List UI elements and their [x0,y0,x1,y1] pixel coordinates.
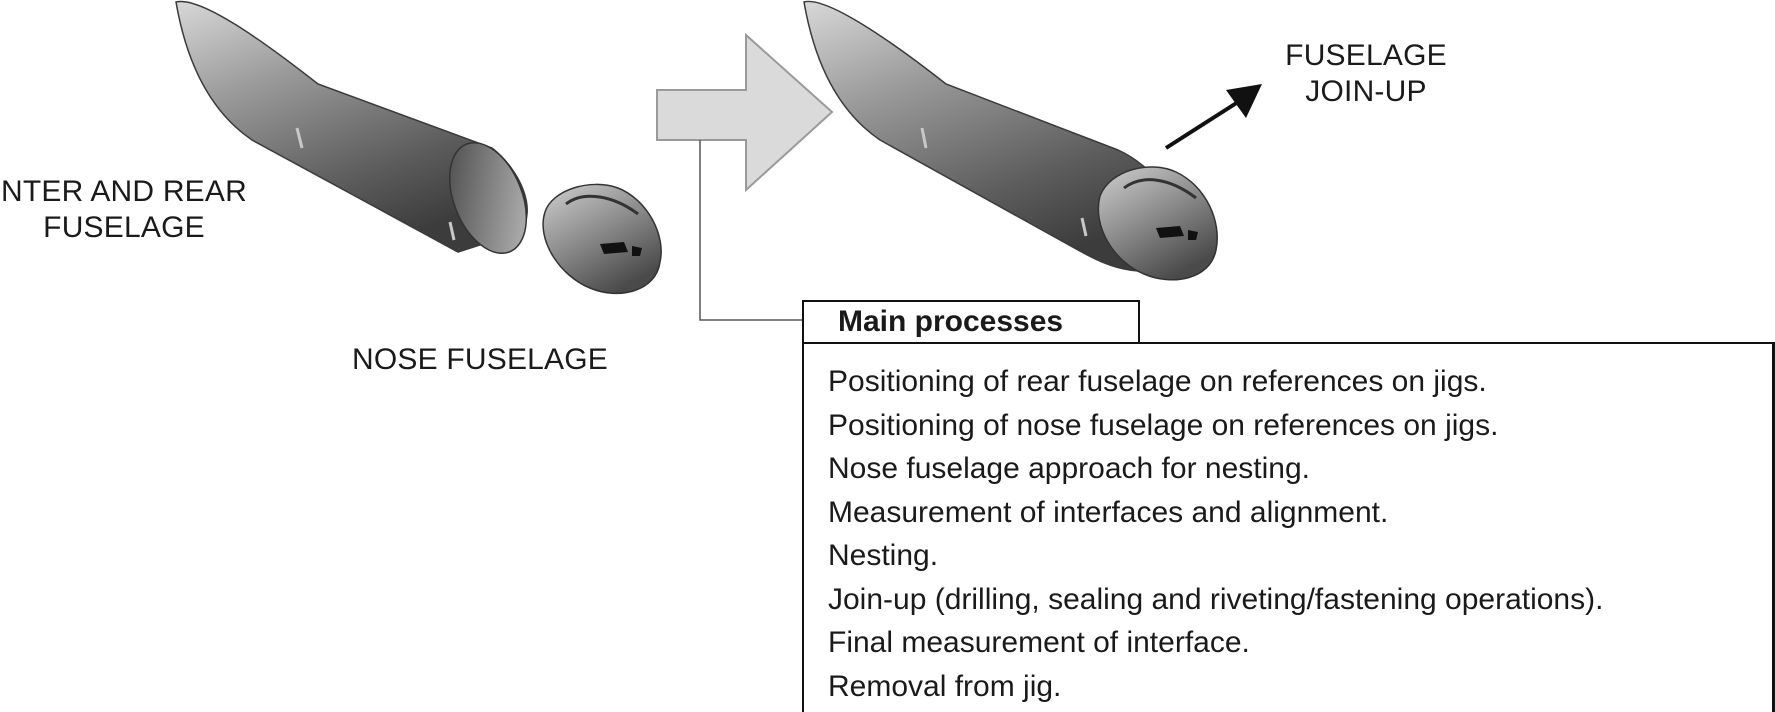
process-arrow [656,32,834,193]
fuselage-joinup-label: FUSELAGE JOIN-UP [1246,38,1486,110]
process-step: Measurement of interfaces and alignment. [828,495,1389,529]
nose-fuselage-label: NOSE FUSELAGE [352,343,609,376]
center-rear-fuselage-label: NTER AND REAR FUSELAGE [0,174,294,246]
direction-arrow [1164,84,1262,150]
main-processes-box: Positioning of rear fuselage on referenc… [802,342,1775,712]
process-list: Positioning of rear fuselage on referenc… [828,360,1772,708]
process-step: Nesting. [828,539,939,572]
cockpit-window [1156,226,1184,238]
fuselage-body [175,0,528,253]
cockpit-window [600,242,628,254]
nose-cone [1097,166,1218,281]
label-line: NTER AND REAR [1,175,247,208]
center-rear-fuselage [175,0,528,255]
process-step: Positioning of nose fuselage on referenc… [828,408,1499,442]
joined-fuselage [803,0,1218,281]
process-step: Join-up (drilling, sealing and riveting/… [828,582,1604,616]
process-step: Nose fuselage approach for nesting. [828,452,1310,485]
label-line: FUSELAGE [1285,39,1447,72]
process-step: Positioning of rear fuselage on referenc… [828,365,1487,398]
label-line: JOIN-UP [1305,75,1427,108]
process-step: Removal from jig. [828,669,1062,703]
nose-fuselage [542,183,662,295]
label-line: FUSELAGE [43,211,205,244]
process-step: Final measurement of interface. [828,626,1250,659]
connector-line [699,140,802,321]
main-processes-title: Main processes [802,300,1140,344]
nose-cone [542,183,662,295]
fuselage-opening [448,141,528,255]
